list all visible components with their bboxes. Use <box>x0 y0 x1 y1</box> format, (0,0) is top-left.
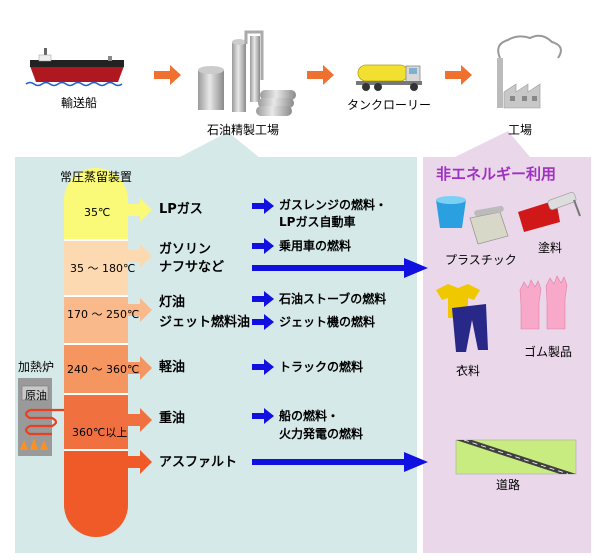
chain-label-factory: 工場 <box>507 123 533 137</box>
label-rubber: ゴム製品 <box>524 345 573 359</box>
road-icon <box>455 439 577 475</box>
product-jet-fuel: ジェット燃料油 <box>159 315 251 330</box>
use-gasoline: 乗用車の燃料 <box>279 239 352 253</box>
fraction-arrows <box>128 198 152 474</box>
use-lpg-2: LPガス自動車 <box>279 215 356 229</box>
chain-label-truck: タンクローリー <box>346 98 432 112</box>
use-diesel: トラックの燃料 <box>279 360 364 374</box>
furnace-icon <box>18 378 64 456</box>
product-asphalt: アスファルト <box>159 455 238 470</box>
clothing-icon <box>436 284 488 352</box>
use-lpg-1: ガスレンジの燃料・ <box>279 198 388 212</box>
temp-heavy-oil: 360℃以上 <box>72 426 128 439</box>
temp-gasoline: 35 ～ 180℃ <box>70 262 136 275</box>
product-kerosene: 灯油 <box>159 295 186 310</box>
use-heavy-oil-2: 火力発電の燃料 <box>279 427 364 441</box>
use-heavy-oil-1: 船の燃料・ <box>279 409 340 423</box>
label-paint: 塗料 <box>538 241 563 255</box>
product-diesel: 軽油 <box>159 360 186 375</box>
arrow-to-road <box>252 452 428 472</box>
use-jet-fuel: ジェット機の燃料 <box>279 315 376 329</box>
refinery-icon <box>198 30 296 116</box>
arrow-to-plastics <box>252 258 428 278</box>
distillation-column <box>64 168 128 537</box>
use-kerosene: 石油ストーブの燃料 <box>279 292 387 306</box>
product-lpg: LPガス <box>159 202 203 217</box>
chain-label-ship: 輸送船 <box>60 96 98 110</box>
product-heavy-oil: 重油 <box>159 411 186 426</box>
crude-oil-label: 原油 <box>25 389 47 402</box>
use-arrows <box>252 198 428 472</box>
chain-label-refinery: 石油精製工場 <box>206 123 280 137</box>
label-clothing: 衣料 <box>456 364 481 378</box>
rubber-gloves-icon <box>519 275 568 330</box>
chain-arrow-1 <box>154 65 181 85</box>
furnace-label: 加熱炉 <box>18 360 55 374</box>
paint-roller-icon <box>518 192 581 232</box>
column-separators <box>64 239 128 451</box>
chain-arrow-2 <box>307 65 334 85</box>
tanker-truck-icon <box>356 64 422 91</box>
non-energy-title: 非エネルギー利用 <box>436 165 557 183</box>
chain-arrow-3 <box>445 65 472 85</box>
temp-lpg: 35℃ <box>84 206 111 219</box>
tanker-ship-icon <box>25 48 124 87</box>
product-naphtha: ナフサなど <box>159 260 225 275</box>
temp-diesel: 240 ～ 360℃ <box>67 363 140 376</box>
label-road: 道路 <box>496 478 521 492</box>
factory-callout <box>455 131 530 157</box>
factory-icon <box>497 34 562 109</box>
distillation-title: 常圧蒸留装置 <box>60 170 133 184</box>
product-gasoline: ガソリン <box>159 242 212 257</box>
refinery-callout <box>178 132 260 158</box>
plastic-bucket-phone-icon <box>436 196 509 245</box>
label-plastics: プラスチック <box>445 253 517 267</box>
temp-kerosene: 170 ～ 250℃ <box>67 308 140 321</box>
